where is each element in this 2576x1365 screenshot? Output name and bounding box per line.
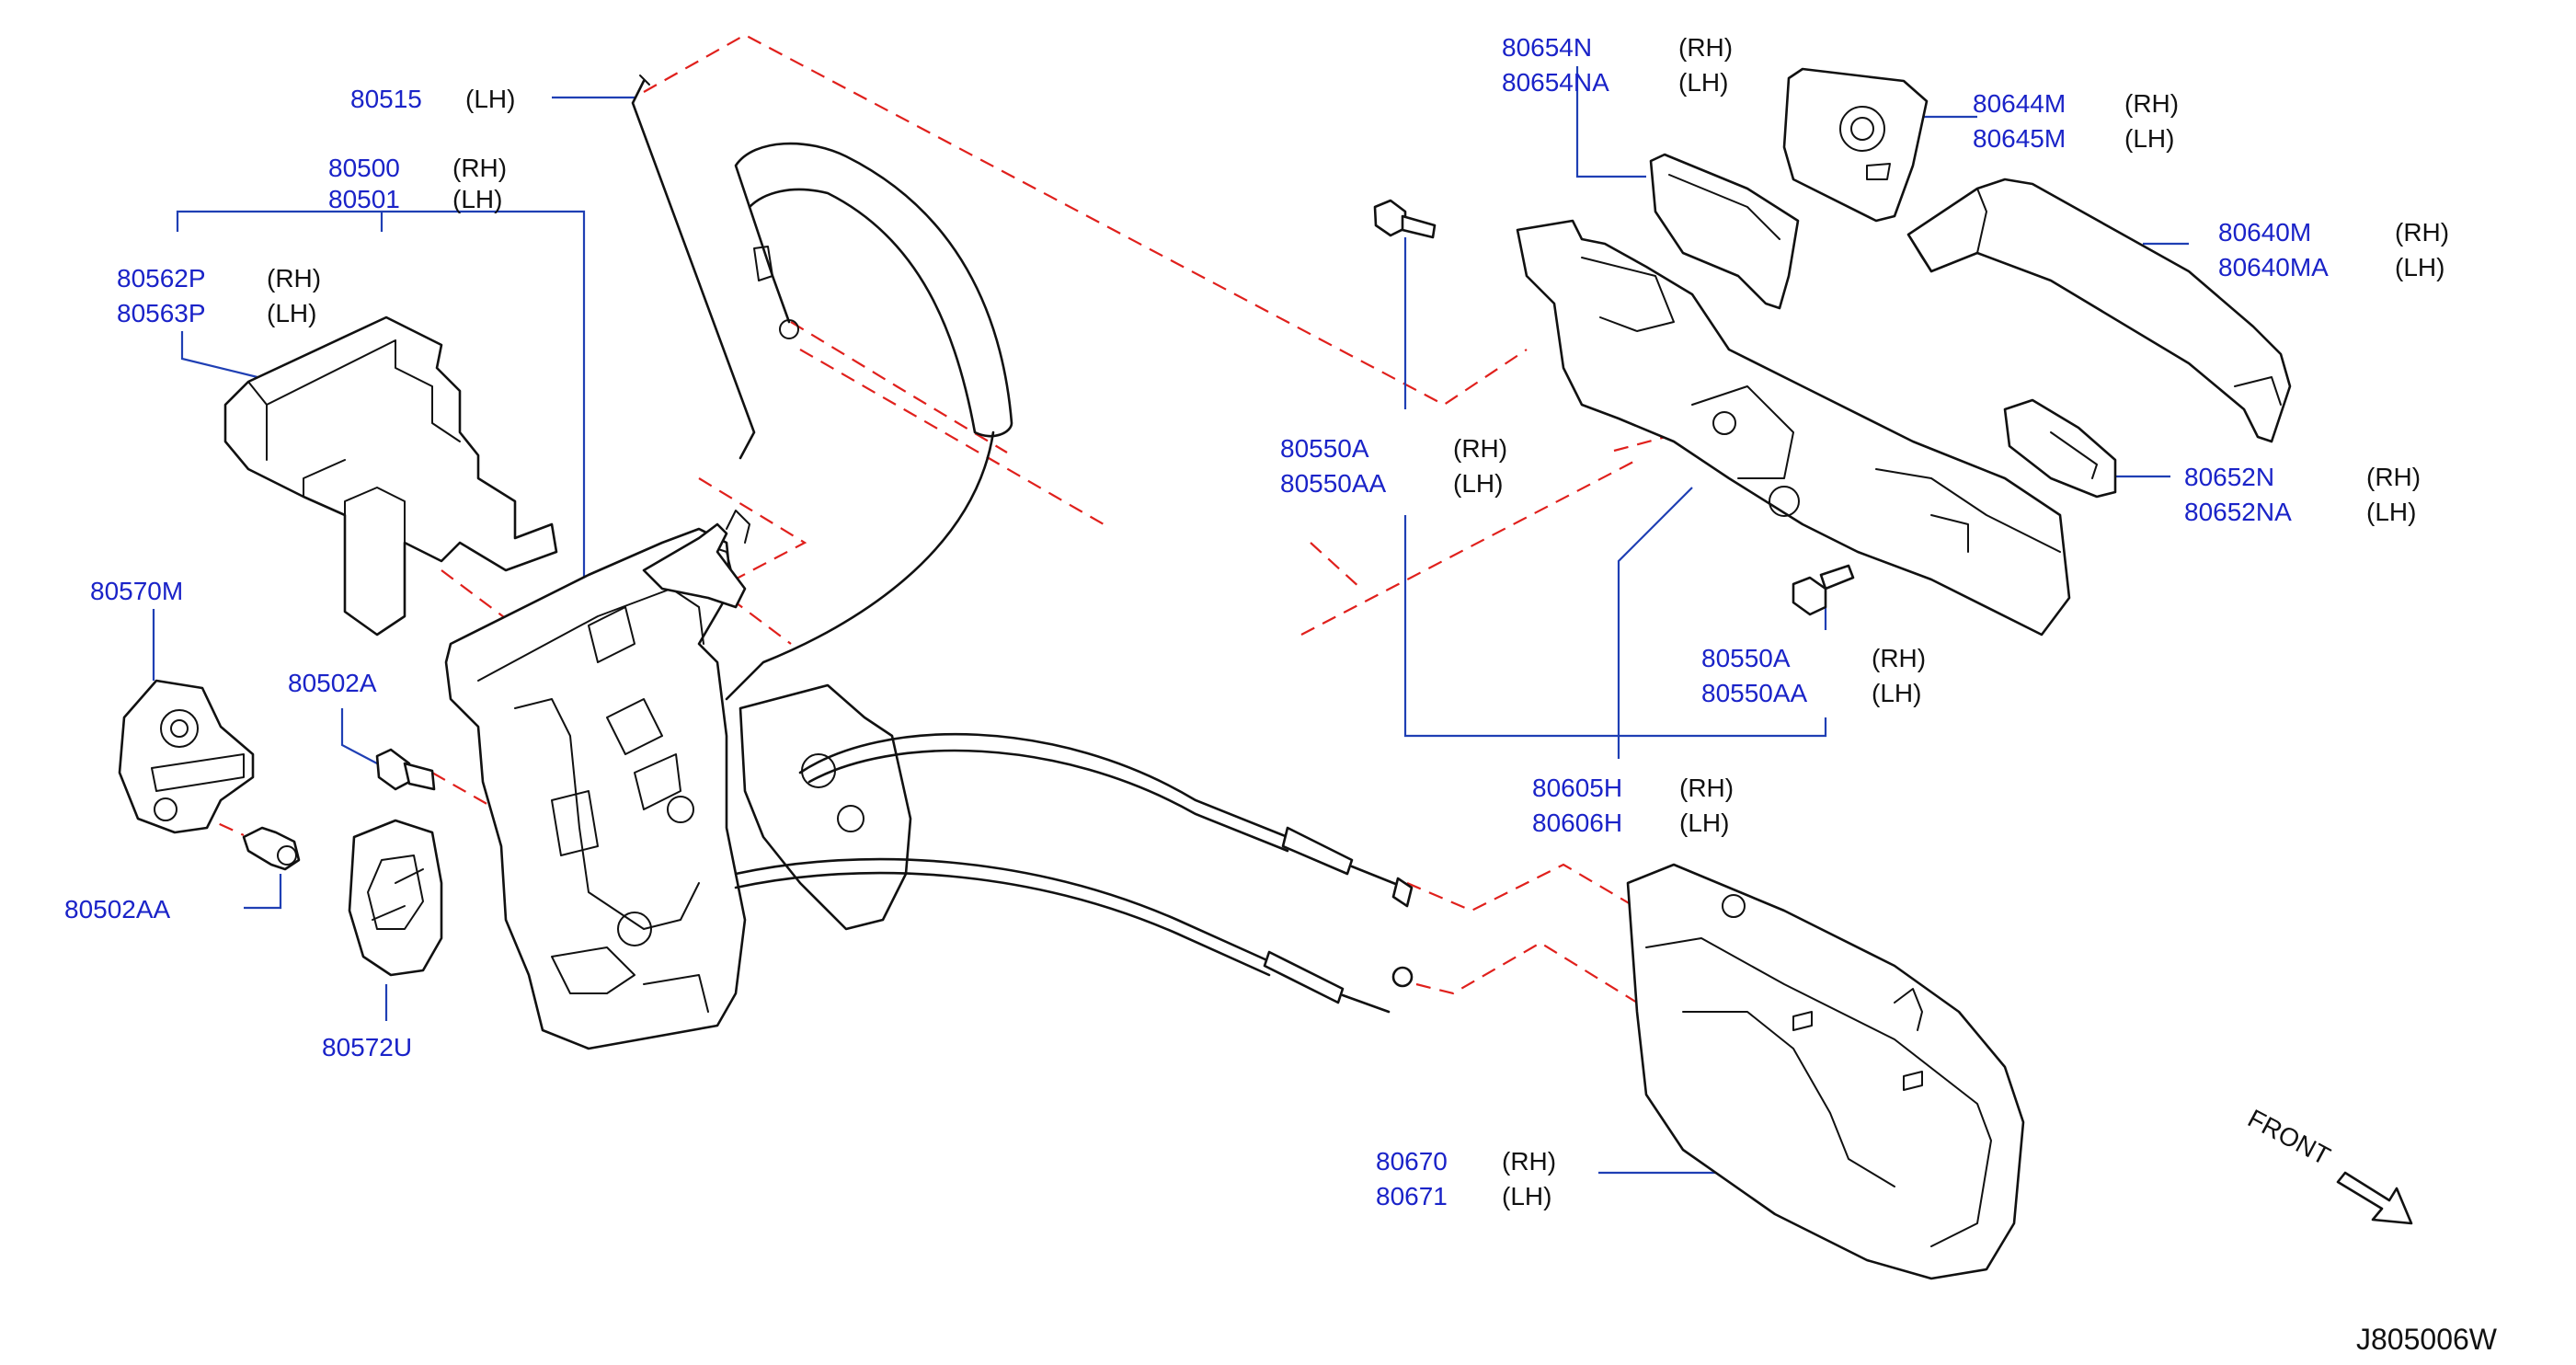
side-label: (RH) [1678,33,1733,62]
side-label: (RH) [2395,218,2449,247]
side-label: (LH) [1678,68,1728,97]
side-label: (RH) [1872,644,1926,672]
side-label: (RH) [2366,463,2421,491]
part-number: 80605H [1532,774,1622,802]
part-number: 80644M [1973,89,2066,118]
callout-80670: 80670 80671 (RH) (LH) [1376,1147,1556,1210]
part-number: 80670 [1376,1147,1448,1176]
part-number: 80640MA [2218,253,2329,281]
callout-80654n: 80654N 80654NA (RH) (LH) [1502,33,1733,97]
part-number: 80645M [1973,124,2066,153]
latch-screw-80502a [375,748,436,791]
key-cylinder-escutcheon-80644m [1782,67,1929,223]
side-label: (LH) [465,85,515,113]
side-label: (RH) [1502,1147,1556,1176]
part-number: 80500 [328,154,400,182]
side-label: (LH) [452,185,502,213]
lock-protector-80562p [223,315,558,637]
diagram-code: J805006W [2356,1323,2498,1356]
part-number: 80606H [1532,809,1622,837]
part-number: 80515 [350,85,422,113]
callout-80640m: 80640M 80640MA (RH) (LH) [2218,218,2449,281]
striker-screw-80502aa [242,826,301,871]
latch-bracket [642,510,750,609]
part-number: 80654NA [1502,68,1609,97]
callout-80502aa: 80502AA [64,895,171,923]
part-number: 80562P [117,264,206,292]
callout-80550a-top: 80550A 80550AA (RH) (LH) [1280,434,1507,498]
part-number: 80502A [288,669,377,697]
leader-lines [152,66,2189,1175]
callout-80500: 80500 80501 (RH) (LH) [328,154,507,213]
callout-80605h: 80605H 80606H (RH) (LH) [1532,774,1734,837]
callout-80644m: 80644M 80645M (RH) (LH) [1973,89,2179,153]
front-arrow-icon [2336,1171,2413,1225]
side-label: (RH) [267,264,321,292]
part-number: 80572U [322,1033,412,1061]
side-label: (LH) [1453,469,1503,498]
side-label: (LH) [1872,679,1921,707]
part-number: 80654N [1502,33,1592,62]
door-striker-80570m [118,679,255,834]
callout-80570m: 80570M [90,577,183,605]
latch-pad-80572u [348,819,443,977]
part-number: 80550AA [1280,469,1387,498]
callout-80562p: 80562P 80563P (RH) (LH) [117,264,321,327]
side-label: (LH) [2366,498,2416,526]
front-label: FRONT [2243,1104,2335,1171]
handle-cap-80652n [2003,398,2117,499]
inside-handle-cable-loop [725,142,1013,701]
handle-screw-80550a-top [1373,199,1437,239]
door-lock-actuator-80500 [444,527,747,1050]
part-number: 80550AA [1701,679,1808,707]
lock-rod-80515 [631,75,756,460]
part-number: 80652NA [2184,498,2292,526]
part-number: 80501 [328,185,400,213]
callout-80502a: 80502A [288,669,377,697]
part-number: 80570M [90,577,183,605]
outside-handle-bracket-80605h [1516,219,2071,637]
inside-handle-80670 [1626,863,2025,1280]
side-label: (LH) [1679,809,1729,837]
side-label: (RH) [1453,434,1507,463]
side-label: (RH) [452,154,507,182]
side-label: (LH) [267,299,316,327]
part-number: 80671 [1376,1182,1448,1210]
latch-backing-plate [738,683,912,931]
part-number: 80652N [2184,463,2274,491]
inside-handle-cables [734,732,1414,1014]
callout-80652n: 80652N 80652NA (RH) (LH) [2184,463,2421,526]
handle-screw-80550a-bottom [1792,564,1855,616]
side-label: (LH) [1502,1182,1551,1210]
part-number: 80640M [2218,218,2311,247]
outside-handle-grip-80640m [1906,178,2292,443]
part-number: 80563P [117,299,206,327]
callout-80550a-bottom: 80550A 80550AA (RH) (LH) [1701,644,1926,707]
handle-gasket-80654n [1649,153,1800,310]
part-number: 80550A [1701,644,1791,672]
side-label: (RH) [2124,89,2179,118]
callout-80515: 80515 (LH) [350,85,515,113]
side-label: (LH) [2395,253,2444,281]
side-label: (RH) [1679,774,1734,802]
part-number: 80550A [1280,434,1369,463]
part-number: 80502AA [64,895,171,923]
callout-80572u: 80572U [322,1033,412,1061]
side-label: (LH) [2124,124,2174,153]
